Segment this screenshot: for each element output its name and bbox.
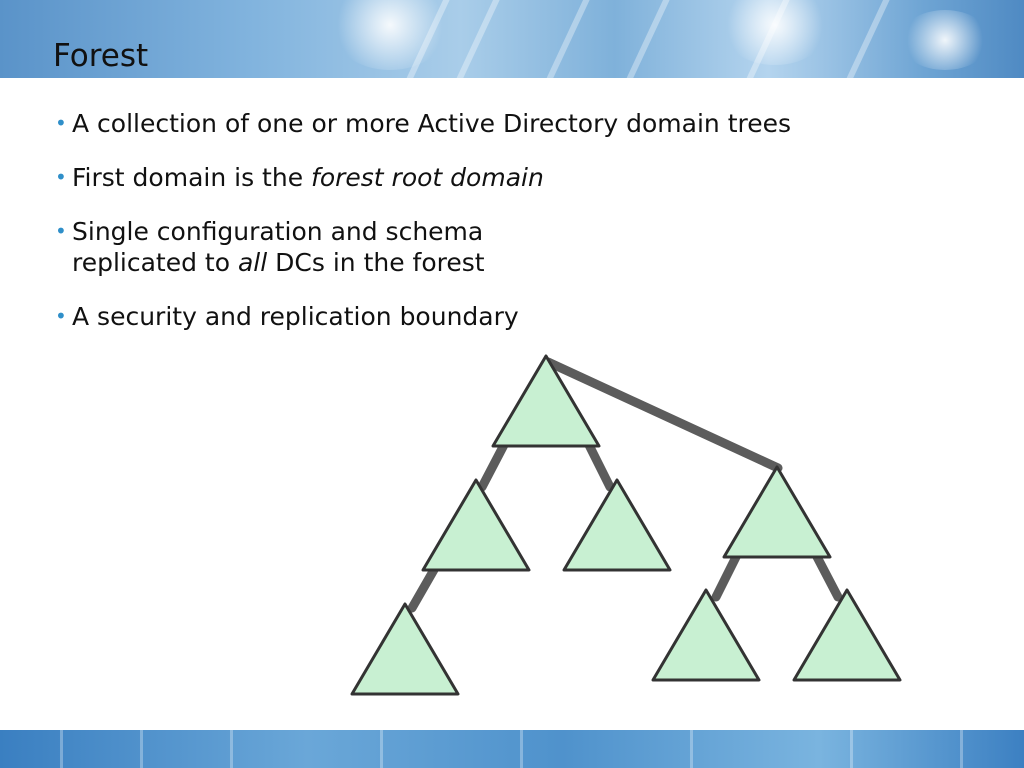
child-domain-node <box>792 588 902 682</box>
child-domain-node <box>562 478 672 572</box>
child-domain-node <box>421 478 531 572</box>
connector-line <box>543 357 783 473</box>
bullet-item: • A security and replication boundary <box>55 302 519 331</box>
forest-root-domain-node <box>491 354 601 448</box>
emphasis-text: all <box>237 248 268 277</box>
connector-line <box>810 548 843 602</box>
bullet-item: • Single configuration and schema replic… <box>55 217 485 277</box>
tree-root-domain-node <box>722 465 832 559</box>
bullet-item: • First domain is the forest root domain <box>55 163 544 192</box>
connector-line <box>711 548 743 602</box>
connector-line <box>407 563 440 613</box>
emphasis-text: forest root domain <box>311 163 544 192</box>
bullet-dot-icon: • <box>55 111 67 135</box>
bullet-dot-icon: • <box>55 219 67 243</box>
footer-band <box>0 730 1024 768</box>
child-domain-node <box>651 588 761 682</box>
connector-line <box>477 438 510 492</box>
bullet-item: • A collection of one or more Active Dir… <box>55 109 792 138</box>
connector-line <box>583 438 615 492</box>
forest-diagram <box>350 354 902 696</box>
bullet-list: • A collection of one or more Active Dir… <box>55 108 955 355</box>
child-domain-node <box>350 602 460 696</box>
bullet-dot-icon: • <box>55 304 67 328</box>
slide-title: Forest <box>53 38 149 74</box>
bullet-dot-icon: • <box>55 165 67 189</box>
header-band <box>0 0 1024 78</box>
